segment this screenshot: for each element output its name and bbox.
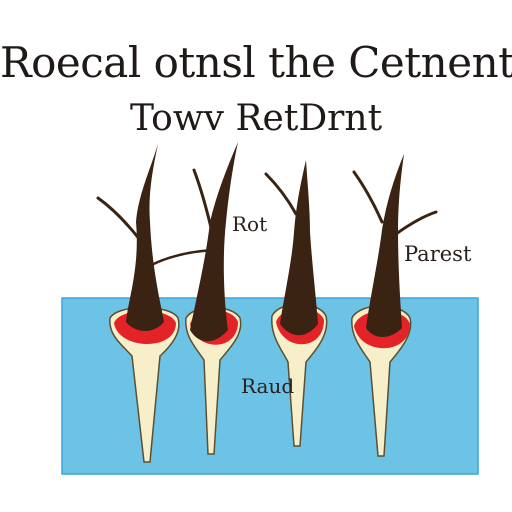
hair-shaft-1 [126,144,164,331]
hair-strand-1 [96,144,222,463]
hair-branch-2a [192,168,214,234]
hair-shaft-4 [366,154,404,337]
label-parest: Parest [404,242,472,266]
hair-strand-3 [264,160,328,447]
hair-branch-1a [96,196,142,242]
label-raud: Raud [241,374,295,398]
hair-strand-4 [351,154,438,457]
hair-branch-3a [264,172,298,216]
diagram-title-line-2: Towv RetDrnt [129,98,383,139]
hair-shaft-3 [280,160,318,336]
label-rot: Rot [232,212,268,236]
hair-strand-2 [185,142,242,455]
hair-branch-4b [394,210,438,236]
diagram-title-line-1: Roecal otnsl the Cetnent [0,38,512,87]
hair-branch-4a [352,170,384,224]
hair-shaft-2 [190,142,238,342]
